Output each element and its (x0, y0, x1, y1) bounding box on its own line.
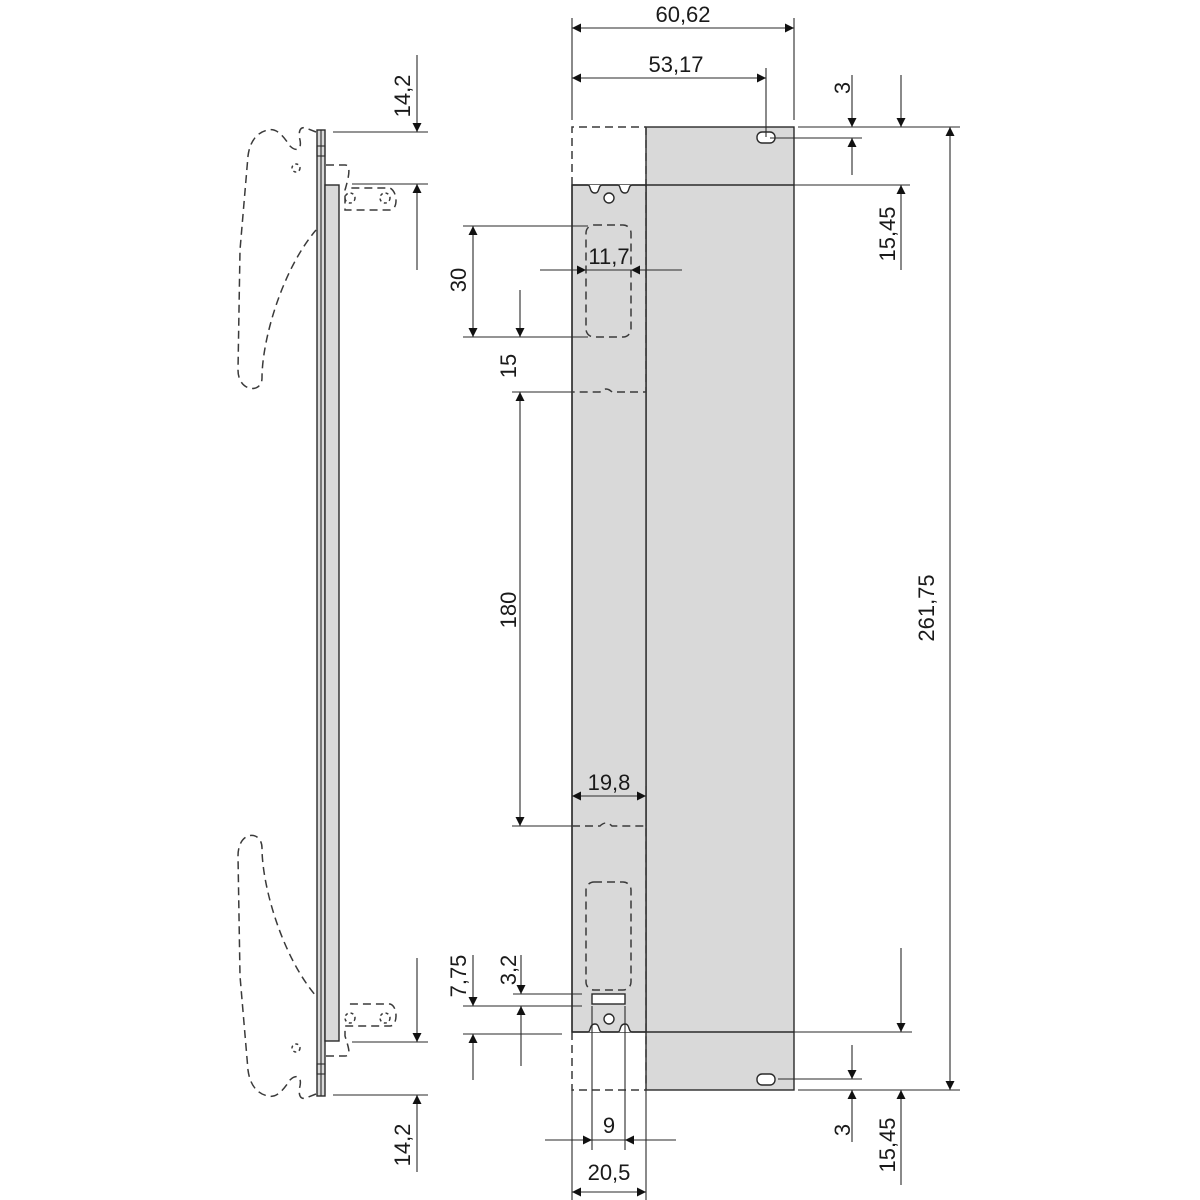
dim-handle-spacing: 180 (496, 592, 521, 629)
dim-overall-width: 60,62 (655, 2, 710, 27)
dim-hole-bottom-offset: 3 (830, 1124, 855, 1136)
dim-overall-height: 261,75 (914, 574, 939, 641)
dim-hole-center-x: 53,17 (648, 52, 703, 77)
dim-handle-width: 19,8 (588, 770, 631, 795)
dim-hole-top-offset: 3 (830, 82, 855, 94)
front-panel-main (645, 126, 795, 1091)
front-view: 60,62 53,17 3 15,45 261,75 30 11,7 15 (446, 2, 960, 1200)
top-handle-outline (237, 126, 397, 390)
dim-slot-offset: 7,75 (446, 955, 471, 998)
dim-side-bottom-offset: 14,2 (390, 1124, 415, 1167)
top-cutout-outline (585, 224, 632, 338)
dim-side-top-offset: 14,2 (390, 75, 415, 118)
side-panel-body (324, 184, 340, 1042)
dim-slot-width: 9 (603, 1113, 615, 1138)
bottom-slot (591, 993, 626, 1005)
dim-bottom-width: 20,5 (588, 1160, 631, 1185)
side-view: 14,2 14,2 (237, 55, 428, 1172)
dim-cutout-width: 11,7 (588, 244, 629, 269)
dim-top-rail-offset: 15,45 (875, 206, 900, 261)
bottom-cutout-outline (585, 881, 632, 991)
dim-cutout-bottom-gap: 15 (496, 354, 521, 378)
bottom-mounting-hole (756, 1073, 776, 1086)
dim-cutout-height: 30 (446, 268, 471, 292)
front-panel-left-strip (571, 184, 647, 1033)
dim-bottom-rail-offset: 15,45 (875, 1117, 900, 1172)
bottom-handle-outline (237, 834, 397, 1100)
dim-slot-height: 3,2 (496, 955, 521, 986)
